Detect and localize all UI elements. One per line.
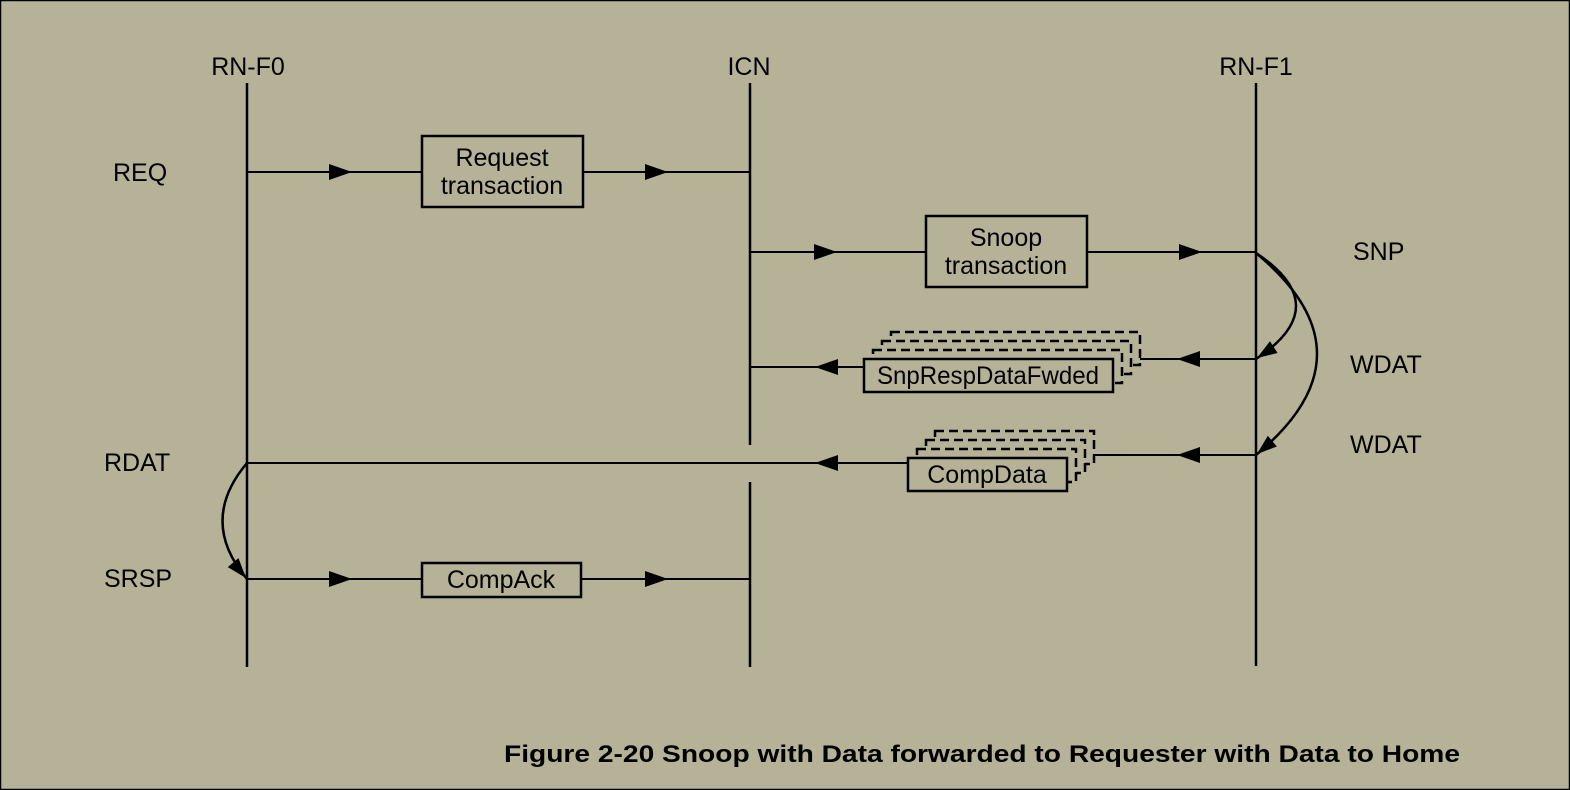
curve-arrowhead-icon	[1257, 435, 1277, 454]
channel-label-req: REQ	[113, 159, 167, 187]
compdata-box	[906, 456, 1069, 493]
snoop-transaction-label-line1: Snoop	[970, 224, 1042, 252]
compack-box	[420, 561, 583, 599]
request-transaction-label-line1: Request	[455, 144, 548, 172]
snoop-transaction-box	[924, 214, 1089, 289]
arrowhead-right-icon	[645, 164, 668, 180]
curve-arrowhead-icon	[1257, 341, 1278, 358]
channel-label-snp: SNP	[1353, 238, 1404, 266]
channel-label-wdat-2: WDAT	[1350, 431, 1422, 459]
arrowhead-left-icon	[1177, 351, 1200, 367]
lifeline-label-rn-f0: RN-F0	[211, 53, 285, 81]
ordering-curve-snp-to-wdat-2	[1255, 252, 1319, 456]
request-transaction-box	[420, 134, 585, 209]
compack-label: CompAck	[447, 566, 556, 594]
arrowhead-left-icon	[815, 455, 838, 471]
lifeline-label-rn-f1: RN-F1	[1219, 53, 1293, 81]
arrowhead-right-icon	[814, 244, 837, 260]
arrowhead-left-icon	[815, 359, 838, 375]
lifeline-label-icn: ICN	[727, 53, 770, 81]
channel-label-srsp: SRSP	[104, 565, 172, 593]
arrowhead-left-icon	[1177, 447, 1200, 463]
snoop-transaction-label-line2: transaction	[945, 252, 1067, 280]
arrowhead-right-icon	[329, 571, 352, 587]
arrowhead-right-icon	[645, 571, 668, 587]
curve-arrowhead-icon	[227, 558, 246, 578]
request-transaction-label-line2: transaction	[441, 172, 563, 200]
channel-label-wdat-1: WDAT	[1350, 351, 1422, 379]
figure-caption: Figure 2-20 Snoop with Data forwarded to…	[504, 741, 1460, 768]
arrowhead-right-icon	[1179, 244, 1202, 260]
channel-label-rdat: RDAT	[104, 449, 170, 477]
snpresp-label: SnpRespDataFwded	[877, 362, 1099, 390]
snpresp-box	[862, 357, 1115, 394]
arrowhead-right-icon	[329, 164, 352, 180]
compdata-label: CompData	[927, 461, 1047, 489]
